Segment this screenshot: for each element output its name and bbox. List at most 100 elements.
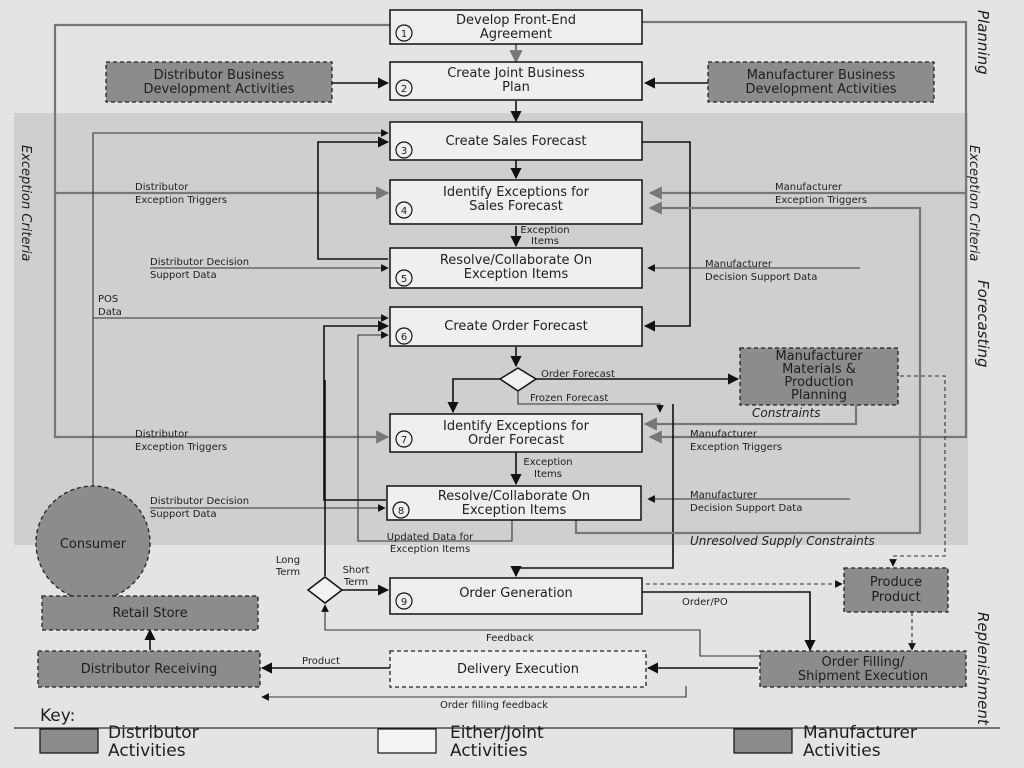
step-2-line2: Plan — [502, 80, 530, 95]
svg-text:Produce: Produce — [870, 575, 922, 590]
legend-manufacturer-swatch — [733, 728, 793, 754]
forecasting-section-label: Forecasting — [974, 280, 992, 368]
step-3-line1: Create Sales Forecast — [445, 134, 586, 149]
mfr-decision-2-line1: Manufacturer — [690, 490, 758, 501]
step-3-box: 3 Create Sales Forecast — [389, 121, 643, 161]
svg-text:Development Activities: Development Activities — [746, 82, 897, 97]
step-4-box: 4 Identify Exceptions for Sales Forecast — [389, 179, 643, 225]
svg-text:Product: Product — [871, 590, 920, 605]
product-label: Product — [302, 656, 340, 667]
updated-data-line2: Exception Items — [390, 544, 470, 555]
mfr-triggers-2-line2: Exception Triggers — [690, 442, 782, 453]
svg-text:Planning: Planning — [791, 388, 847, 403]
frozen-forecast-label: Frozen Forecast — [530, 393, 608, 404]
step-5-line2: Exception Items — [464, 267, 569, 282]
exception-items-2-line2: Items — [534, 469, 562, 480]
svg-text:Order Filling/: Order Filling/ — [822, 655, 906, 670]
step-1-line2: Agreement — [480, 27, 552, 42]
exception-items-2-line1: Exception — [523, 457, 572, 468]
step-2-line1: Create Joint Business — [447, 66, 585, 81]
exception-criteria-right-label: Exception Criteria — [966, 145, 981, 261]
svg-text:Materials &: Materials & — [782, 362, 856, 377]
delivery-execution-box: Delivery Execution — [389, 650, 647, 688]
dist-triggers-2-line2: Exception Triggers — [135, 442, 227, 453]
manufacturer-business-development-box: Manufacturer Business Development Activi… — [707, 61, 935, 103]
legend-distributor-line2: Activities — [108, 741, 186, 761]
step-6-line1: Create Order Forecast — [444, 319, 587, 334]
order-filling-box: Order Filling/ Shipment Execution — [759, 650, 967, 688]
svg-text:Distributor Business: Distributor Business — [154, 68, 285, 83]
svg-text:Distributor Receiving: Distributor Receiving — [81, 662, 217, 677]
dist-decision-2-line1: Distributor Decision — [150, 496, 249, 507]
order-po-label: Order/PO — [682, 597, 728, 608]
consumer-circle: Consumer — [35, 485, 151, 601]
mfr-decision-1-line1: Manufacturer — [705, 259, 773, 270]
dist-decision-1-line1: Distributor Decision — [150, 257, 249, 268]
svg-text:Manufacturer Business: Manufacturer Business — [747, 68, 896, 83]
exception-items-1-line2: Items — [531, 236, 559, 247]
step-6-number: 6 — [401, 332, 407, 343]
step-5-box: 5 Resolve/Collaborate On Exception Items — [389, 247, 643, 289]
exception-criteria-left-label: Exception Criteria — [18, 145, 33, 261]
legend: Key: Distributor Activities Either/Joint… — [39, 706, 917, 761]
legend-title: Key: — [40, 706, 75, 726]
distributor-business-development-box: Distributor Business Development Activit… — [105, 61, 333, 103]
step-1-line1: Develop Front-End — [456, 13, 576, 28]
step-8-line1: Resolve/Collaborate On — [438, 489, 590, 504]
pos-data-line1: POS — [98, 294, 118, 305]
step-8-line2: Exception Items — [462, 503, 567, 518]
step-7-line1: Identify Exceptions for — [443, 419, 590, 434]
order-filling-feedback-label: Order filling feedback — [440, 700, 548, 711]
step-9-number: 9 — [401, 597, 407, 608]
legend-joint-swatch — [377, 728, 437, 754]
step-4-number: 4 — [401, 206, 407, 217]
step-7-box: 7 Identify Exceptions for Order Forecast — [389, 413, 643, 453]
mfr-triggers-1-line2: Exception Triggers — [775, 195, 867, 206]
dist-decision-2-line2: Support Data — [150, 509, 217, 520]
step-9-box: 9 Order Generation — [389, 577, 643, 615]
svg-text:Shipment Execution: Shipment Execution — [798, 669, 928, 684]
feedback-label: Feedback — [486, 633, 534, 644]
step-6-box: 6 Create Order Forecast — [389, 306, 643, 347]
legend-distributor-swatch — [39, 728, 99, 754]
svg-text:Delivery Execution: Delivery Execution — [457, 662, 579, 677]
constraints-label: Constraints — [752, 406, 820, 420]
step-5-number: 5 — [401, 274, 407, 285]
mfr-decision-2-line2: Decision Support Data — [690, 503, 802, 514]
step-9-line1: Order Generation — [459, 586, 573, 601]
legend-manufacturer-line1: Manufacturer — [803, 723, 917, 743]
unresolved-constraints-label: Unresolved Supply Constraints — [690, 534, 875, 548]
step-1-number: 1 — [401, 29, 407, 40]
step-8-box: 8 Resolve/Collaborate On Exception Items — [386, 485, 642, 521]
mfr-triggers-2-line1: Manufacturer — [690, 429, 758, 440]
flow-lines — [89, 77, 946, 701]
legend-joint-line1: Either/Joint — [450, 723, 544, 743]
dist-triggers-1-line2: Exception Triggers — [135, 195, 227, 206]
step-2-box: 2 Create Joint Business Plan — [389, 61, 643, 101]
short-term-line1: Short — [343, 565, 370, 576]
svg-text:Development Activities: Development Activities — [144, 82, 295, 97]
dist-triggers-2-line1: Distributor — [135, 429, 189, 440]
updated-data-line1: Updated Data for — [387, 532, 474, 543]
order-forecast-label: Order Forecast — [541, 369, 615, 380]
legend-joint-line2: Activities — [450, 741, 528, 761]
exception-items-1-line1: Exception — [520, 225, 569, 236]
step-1-box: 1 Develop Front-End Agreement — [389, 9, 643, 45]
step-3-number: 3 — [401, 146, 407, 157]
long-term-line1: Long — [276, 555, 300, 566]
step-4-line1: Identify Exceptions for — [443, 185, 590, 200]
planning-section-label: Planning — [974, 10, 992, 75]
short-term-line2: Term — [343, 577, 368, 588]
trigger-lines — [53, 20, 968, 444]
dist-triggers-1-line1: Distributor — [135, 182, 189, 193]
mfr-decision-1-line2: Decision Support Data — [705, 272, 817, 283]
pos-data-line2: Data — [98, 307, 122, 318]
step-7-number: 7 — [401, 435, 407, 446]
svg-text:Production: Production — [784, 375, 853, 390]
produce-product-box: Produce Product — [843, 567, 949, 613]
order-decision-diamond — [498, 367, 538, 392]
svg-text:Retail Store: Retail Store — [112, 606, 187, 621]
dist-decision-1-line2: Support Data — [150, 270, 217, 281]
